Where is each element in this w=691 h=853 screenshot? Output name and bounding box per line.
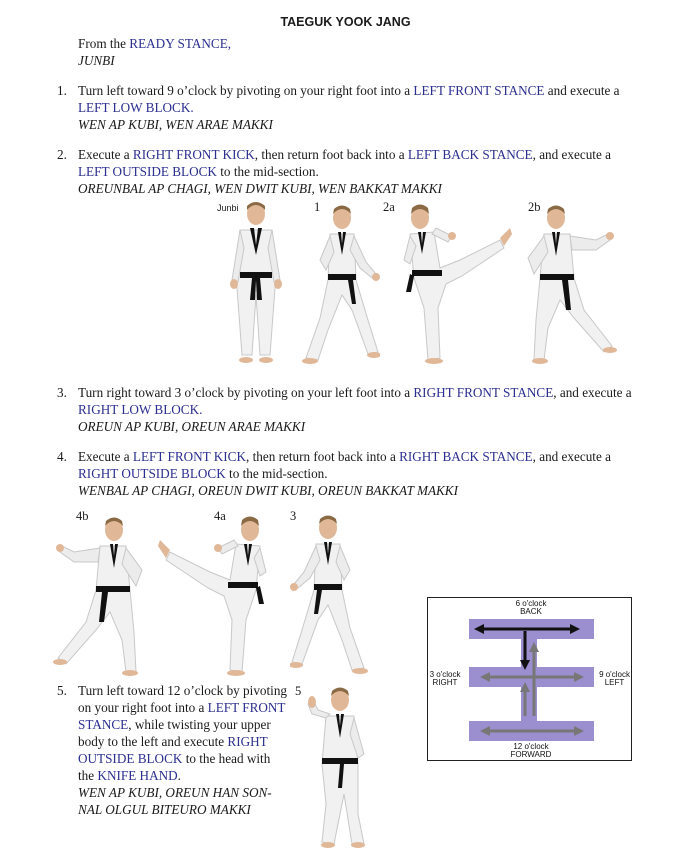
step-keyword: RIGHT FRONT KICK (132, 147, 255, 162)
step-number: 2. (57, 147, 67, 162)
step-text: and execute a (544, 83, 620, 98)
step-keyword: STANCE (78, 717, 129, 732)
step-2: 2. Execute a RIGHT FRONT KICK, then retu… (57, 146, 638, 197)
figure-label-junbi: Junbi (217, 203, 239, 213)
step-korean: WEN AP KUBI, WEN ARAE MAKKI (78, 117, 273, 132)
step-text: Turn left toward 9 o’clock by pivoting o… (78, 83, 414, 98)
figure-label-2a: 2a (383, 200, 395, 214)
figure-3 (290, 510, 372, 676)
step-keyword: LEFT LOW BLOCK. (78, 100, 194, 115)
step-text: to the mid-section. (216, 164, 319, 179)
diagram-label-line: 6 o'clock (515, 599, 547, 608)
diagram-label-line: RIGHT (432, 678, 458, 687)
ready-prefix: From the (78, 36, 130, 51)
step-text: , while twisting your upper (128, 717, 271, 732)
diagram-label-right: 3 o'clock RIGHT (428, 671, 462, 687)
step-korean: OREUNBAL AP CHAGI, WEN DWIT KUBI, WEN BA… (78, 181, 442, 196)
step-text: body to the left and execute (78, 734, 228, 749)
page-title: TAEGUK YOOK JANG (280, 15, 411, 29)
step-text: , then return foot back into a (246, 449, 400, 464)
step-korean: WEN AP KUBI, OREUN HAN SON- (78, 785, 272, 800)
step-keyword: LEFT FRONT STANCE (413, 83, 545, 98)
step-keyword: RIGHT FRONT STANCE (413, 385, 554, 400)
diagram-label-line: FORWARD (510, 750, 552, 759)
figure-label-4a: 4a (214, 509, 226, 523)
step-text: , and execute a (553, 385, 632, 400)
step-number: 4. (57, 449, 67, 464)
diagram-label-back: 6 o'clock BACK (489, 600, 573, 616)
step-keyword: KNIFE HAND (97, 768, 178, 783)
step-korean: WENBAL AP CHAGI, OREUN DWIT KUBI, OREUN … (78, 483, 458, 498)
orientation-diagram-graphic (469, 619, 594, 741)
figure-5 (304, 684, 370, 850)
step-number: 1. (57, 83, 67, 98)
ready-stance-block: From the READY STANCE, JUNBI (78, 35, 231, 69)
step-keyword: OUTSIDE BLOCK (78, 751, 183, 766)
step-text: Execute a (78, 147, 133, 162)
figure-label-5: 5 (295, 684, 302, 698)
diagram-label-line: BACK (520, 607, 542, 616)
step-number: 3. (57, 385, 67, 400)
step-text: , and execute a (532, 147, 611, 162)
ready-keyword: READY STANCE, (129, 36, 232, 51)
step-korean: OREUN AP KUBI, OREUN ARAE MAKKI (78, 419, 306, 434)
figure-1 (298, 200, 380, 366)
figure-4a (158, 510, 270, 678)
step-keyword: LEFT BACK STANCE (407, 147, 533, 162)
step-keyword: LEFT FRONT (207, 700, 286, 715)
diagram-label-forward: 12 o'clock FORWARD (489, 743, 573, 759)
ready-korean: JUNBI (78, 53, 115, 68)
step-keyword: RIGHT LOW BLOCK. (78, 402, 203, 417)
figure-label-2b: 2b (528, 200, 541, 214)
diagram-label-line: 9 o'clock (599, 670, 630, 679)
step-5: 5. Turn left toward 12 o’clock by pivoti… (57, 682, 293, 818)
diagram-label-left: 9 o'clock LEFT (598, 671, 631, 687)
step-keyword: RIGHT (227, 734, 268, 749)
step-4: 4. Execute a LEFT FRONT KICK, then retur… (57, 448, 638, 499)
step-text: . (177, 768, 181, 783)
orientation-diagram: 6 o'clock BACK 3 o'clock RIGHT 9 o'clock… (427, 597, 632, 761)
step-text: the (78, 768, 98, 783)
step-text: Turn right toward 3 o’clock by pivoting … (78, 385, 414, 400)
figure-2b (522, 200, 618, 366)
diagram-label-line: LEFT (604, 678, 625, 687)
step-3: 3. Turn right toward 3 o’clock by pivoti… (57, 384, 638, 435)
figure-label-4b: 4b (76, 509, 89, 523)
figure-4b (52, 512, 148, 678)
step-text: , and execute a (532, 449, 611, 464)
step-text: to the mid-section. (225, 466, 328, 481)
step-number: 5. (57, 683, 67, 698)
figure-label-3: 3 (290, 509, 297, 523)
step-1: 1. Turn left toward 9 o’clock by pivotin… (57, 82, 638, 133)
step-korean: NAL OLGUL BITEURO MAKKI (78, 802, 251, 817)
diagram-label-line: 3 o'clock (429, 670, 461, 679)
step-keyword: RIGHT BACK STANCE (399, 449, 533, 464)
step-text: Execute a (78, 449, 133, 464)
diagram-label-line: 12 o'clock (513, 742, 549, 751)
step-text: , then return foot back into a (254, 147, 408, 162)
figure-junbi (226, 200, 286, 366)
step-text: to the head with (182, 751, 271, 766)
step-text: on your right foot into a (78, 700, 208, 715)
figure-label-1: 1 (314, 200, 321, 214)
step-text: Turn left toward 12 o’clock by pivoting (78, 683, 288, 698)
step-keyword: RIGHT OUTSIDE BLOCK (78, 466, 226, 481)
step-keyword: LEFT FRONT KICK (132, 449, 247, 464)
step-keyword: LEFT OUTSIDE BLOCK (78, 164, 217, 179)
figure-2a (400, 198, 512, 366)
